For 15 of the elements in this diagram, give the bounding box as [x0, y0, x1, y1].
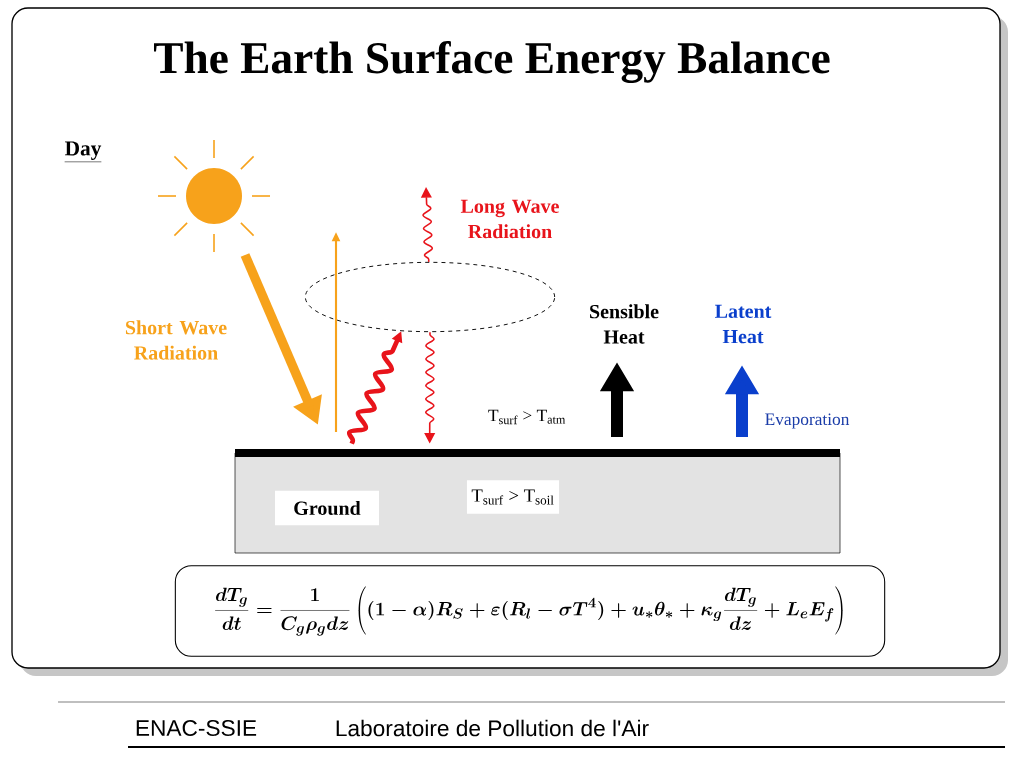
label-box: T$_{surf}$ > T$_{soil}$	[466, 480, 560, 514]
label-text: Long Wave Radiation	[460, 199, 559, 239]
diagram-title: The Earth Surface Energy Balance	[154, 41, 830, 83]
label-text: Evaporation	[765, 413, 850, 429]
formula-box: $\frac{dT_g}{dt}=\frac{1}{C_g\rho_g dz}\left((1-\alpha)R_S+\varepsilon(R_l-\sigma T^4)+u_*\theta_*+\kappa_g\frac{dT_g}{dz}+L_eE_f\right)$	[174, 565, 886, 657]
footer-text: ENAC-SSIE	[136, 720, 257, 737]
footer-text: Laboratoire de Pollution de l'Air	[336, 719, 649, 737]
label-text: Latent Heat	[715, 304, 772, 344]
heading: Day	[64, 141, 102, 163]
condition-text: T$_{surf}$ > T$_{atm}$	[488, 409, 566, 425]
label-text: Sensible Heat	[590, 304, 659, 344]
label-box: Ground	[275, 490, 379, 526]
ground-layer	[234, 449, 841, 554]
label-text: Short Wave Radiation	[125, 320, 227, 360]
dashed-ellipse	[304, 261, 556, 333]
